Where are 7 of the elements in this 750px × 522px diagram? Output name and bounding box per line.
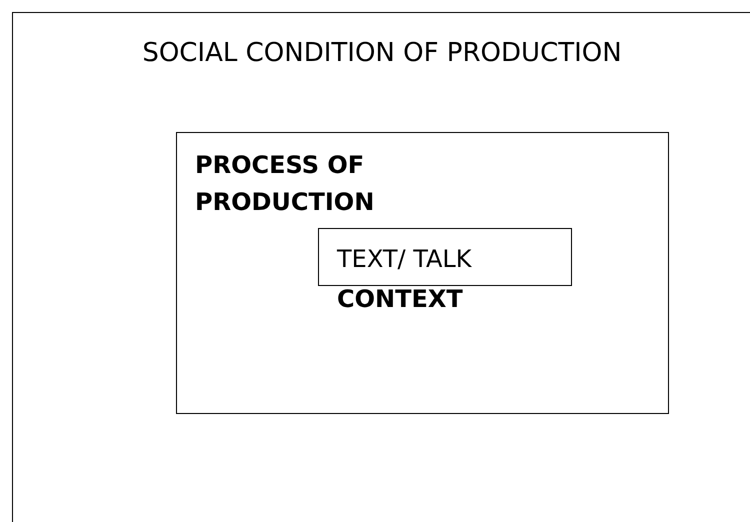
heading: TEXT/ TALK xyxy=(337,244,473,275)
heading: SOCIAL CONDITION OF PRODUCTION xyxy=(141,37,623,70)
label-text: CONTEXT xyxy=(337,284,464,315)
outer-frame xyxy=(12,12,750,522)
text-box xyxy=(318,228,572,286)
heading: PROCESS OF PRODUCTION xyxy=(195,150,376,218)
process-box xyxy=(176,132,669,414)
